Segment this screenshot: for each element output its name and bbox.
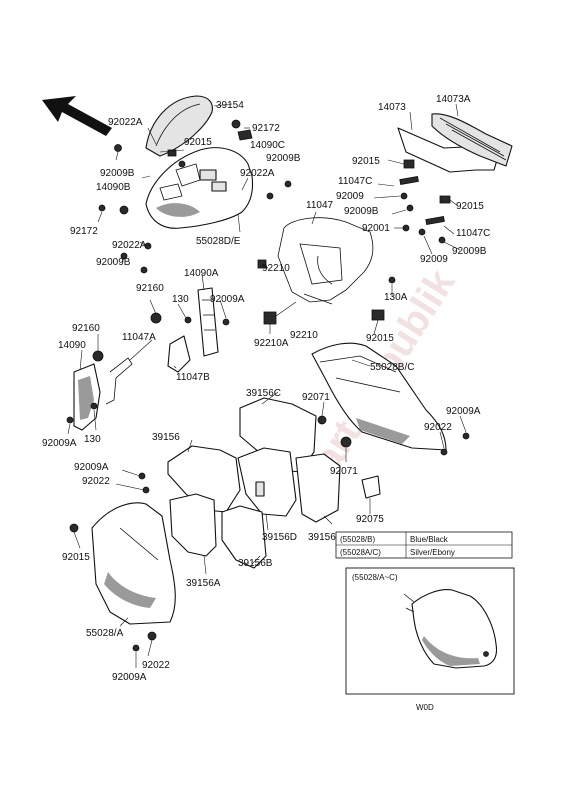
label-92009-a: 92009: [336, 191, 364, 202]
color-table: (55028/B) Blue/Black (55028A/C) Silver/E…: [335, 531, 513, 559]
label-92022-bot: 92022: [142, 660, 170, 671]
label-92071-b: 92071: [330, 466, 358, 477]
inset-box: (55028/A~C) W0D: [345, 567, 515, 712]
label-92015-r2: 92015: [456, 201, 484, 212]
label-92009-b: 92009: [420, 254, 448, 265]
label-92210-b: 92210: [290, 330, 318, 341]
inner-panel-39156D: [237, 447, 297, 517]
label-92015-c: 92015: [366, 333, 394, 344]
front-direction-arrow-icon: [42, 96, 112, 136]
label-14090b: 14090B: [96, 182, 131, 193]
label-92160-b: 92160: [72, 323, 100, 334]
label-39154: 39154: [216, 100, 244, 111]
fasteners: [66, 119, 470, 652]
label-11047c-a: 11047C: [338, 176, 372, 187]
clip-92075-part: [361, 475, 381, 499]
label-92075: 92075: [356, 514, 384, 525]
label-39156d: 39156D: [262, 532, 297, 543]
label-92022a-top: 92022A: [108, 117, 143, 128]
label-14073a: 14073A: [436, 94, 471, 105]
label-92015-top: 92015: [184, 137, 212, 148]
label-55028bc: 55028B/C: [370, 362, 414, 373]
label-92210a: 92210A: [254, 338, 289, 349]
inner-panel-39156B: [221, 505, 267, 569]
label-39156b: 39156B: [238, 558, 273, 569]
label-14090c: 14090C: [250, 140, 285, 151]
label-92009b-mid: 92009B: [266, 153, 301, 164]
inner-panel-39156E: [295, 453, 341, 523]
label-92172-top: 92172: [252, 123, 280, 134]
air-duct-part: [397, 113, 513, 173]
label-92009a-low: 92009A: [74, 462, 109, 473]
label-92022a-mid: 92022A: [240, 168, 275, 179]
label-92160-a: 92160: [136, 283, 164, 294]
label-14090a: 14090A: [184, 268, 219, 279]
color-row-2-code: (55028A/C): [340, 548, 381, 557]
label-92022-low: 92022: [82, 476, 110, 487]
footer-code: W0D: [416, 703, 434, 712]
label-11047b: 11047B: [176, 372, 210, 383]
label-92009a-a: 92009A: [210, 294, 245, 305]
label-92015-r1: 92015: [352, 156, 380, 167]
leader-lines: [67, 103, 467, 668]
part-labels: 39154 92022A 92172 92015 14090C 92009B 1…: [42, 94, 490, 683]
inset-title: (55028/A~C): [352, 573, 398, 582]
label-11047c-b: 11047C: [456, 228, 490, 239]
inner-panel-39156A: [169, 493, 217, 557]
label-130-b: 130: [84, 434, 101, 445]
label-39156c: 39156C: [246, 388, 281, 399]
color-row-1-color: Blue/Black: [410, 535, 449, 544]
label-14090: 14090: [58, 340, 86, 351]
label-92015-low: 92015: [62, 552, 90, 563]
windshield-part: [145, 95, 213, 157]
label-55028a: 55028/A: [86, 628, 124, 639]
label-14073: 14073: [378, 102, 406, 113]
label-92210-a: 92210: [262, 263, 290, 274]
label-92071-a: 92071: [302, 392, 330, 403]
lower-cowl-part: [91, 502, 176, 625]
label-130a: 130A: [384, 292, 408, 303]
side-bracket-part: [73, 357, 133, 431]
inner-bracket-part: [167, 287, 219, 373]
upper-cowl-part: [145, 147, 254, 229]
label-92009b-r2: 92009B: [452, 246, 487, 257]
color-row-2-color: Silver/Ebony: [410, 548, 455, 557]
cowl-stay-part: [277, 217, 374, 305]
label-39156a: 39156A: [186, 578, 221, 589]
label-39156e: 39156E: [308, 532, 343, 543]
label-92009b-low: 92009B: [96, 257, 131, 268]
label-92172-left: 92172: [70, 226, 98, 237]
label-92009b-r: 92009B: [344, 206, 379, 217]
label-55028de: 55028D/E: [196, 236, 241, 247]
label-92009b-left: 92009B: [100, 168, 135, 179]
label-11047: 11047: [306, 200, 334, 211]
label-92009a-bot: 92009A: [112, 672, 147, 683]
label-92009a-r: 92009A: [446, 406, 481, 417]
label-92009a-left: 92009A: [42, 438, 77, 449]
label-92001: 92001: [362, 223, 390, 234]
label-92022a-low: 92022A: [112, 240, 147, 251]
label-92022-r: 92022: [424, 422, 452, 433]
color-row-1-code: (55028/B): [340, 535, 375, 544]
label-11047a: 11047A: [122, 332, 156, 343]
inner-panel-39156: [167, 445, 241, 513]
middle-cowl-part: [311, 342, 447, 451]
label-39156: 39156: [152, 432, 180, 443]
label-130-a: 130: [172, 294, 189, 305]
